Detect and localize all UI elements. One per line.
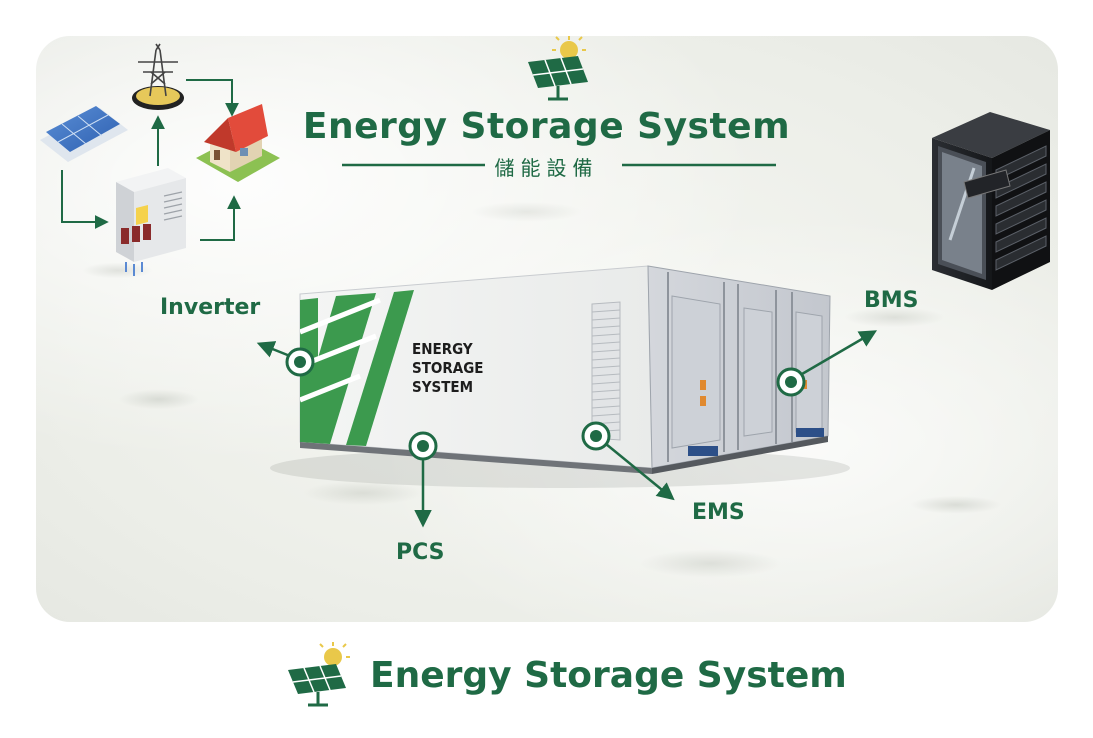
label-pcs: PCS: [396, 540, 445, 565]
container-side-text: ENERGY STORAGE SYSTEM: [412, 340, 484, 396]
container-text-line3: SYSTEM: [412, 378, 473, 396]
inverter-box-icon: [116, 168, 186, 276]
power-tower-icon: [132, 43, 184, 110]
callout-ems: [581, 421, 675, 501]
callout-pcs: [408, 431, 438, 528]
container-icon: [270, 265, 850, 488]
server-rack-icon: [932, 112, 1050, 290]
solar-sun-logo-icon: [528, 36, 588, 101]
page-title: Energy Storage System: [302, 106, 791, 147]
page-subtitle-cn: 儲能設備: [494, 156, 599, 180]
energy-flow-arrows: [61, 79, 241, 241]
label-ems: EMS: [692, 500, 745, 525]
solar-panel-icon: [40, 106, 128, 162]
vent-grille: [591, 301, 621, 441]
label-bms: BMS: [864, 288, 919, 313]
container-text-line2: STORAGE: [412, 359, 484, 377]
label-inverter: Inverter: [160, 295, 261, 320]
callout-inverter: [256, 341, 315, 377]
callout-bms: [776, 330, 878, 397]
footer-solar-logo-icon: [288, 642, 350, 707]
container-text-line1: ENERGY: [412, 340, 473, 358]
footer-title: Energy Storage System: [370, 655, 847, 696]
